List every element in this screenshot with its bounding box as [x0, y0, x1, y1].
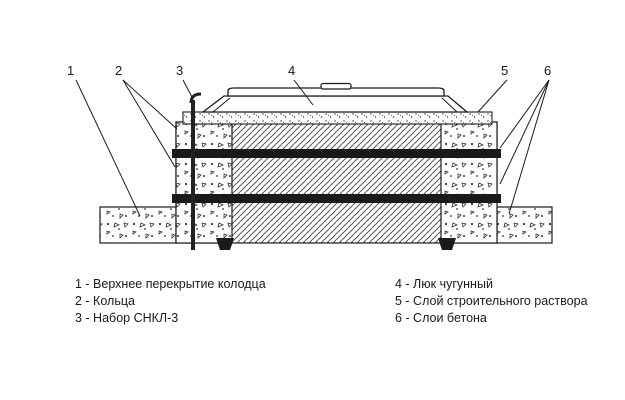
legend-item-5: 5 - Слой строительного раствора [395, 294, 588, 308]
mortar-layer [182, 111, 493, 125]
callout-2: 2 [115, 63, 123, 78]
callout-3: 3 [176, 63, 184, 78]
legend-item-1: 1 - Верхнее перекрытие колодца [75, 277, 266, 291]
top-cover-slab [99, 206, 553, 244]
legend-item-2: 2 - Кольца [75, 294, 135, 308]
callout-4: 4 [288, 63, 296, 78]
snkl-rod [189, 92, 202, 250]
callout-1: 1 [67, 63, 75, 78]
legend-item-6: 6 - Слои бетона [395, 311, 487, 325]
legend-item-3: 3 - Набор СНКЛ-3 [75, 311, 179, 325]
legend-right-column: 4 - Люк чугунный 5 - Слой строительного … [395, 276, 588, 327]
legend-item-4: 4 - Люк чугунный [395, 277, 493, 291]
cast-iron-hatch [201, 82, 469, 113]
leader-lines [75, 79, 550, 217]
callout-6: 6 [544, 63, 552, 78]
base-anchors [216, 238, 456, 250]
callout-5: 5 [501, 63, 509, 78]
mortar-seams [172, 149, 501, 203]
legend-left-column: 1 - Верхнее перекрытие колодца 2 - Кольц… [75, 276, 266, 327]
